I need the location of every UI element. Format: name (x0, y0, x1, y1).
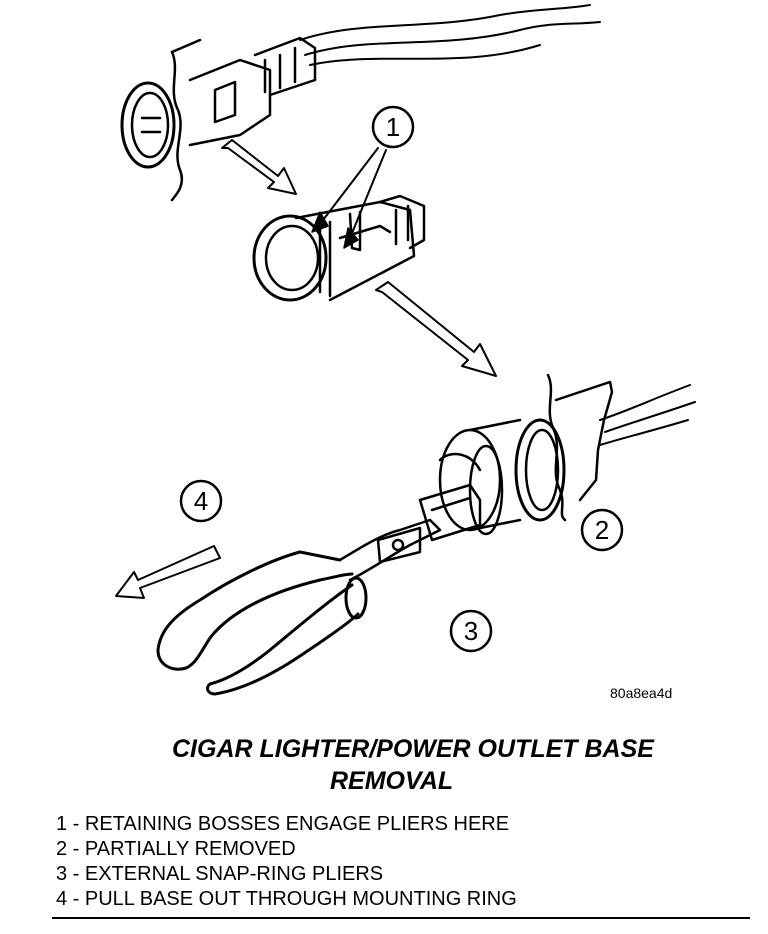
callout-circle-4 (179, 479, 223, 523)
legend-item-3: 3 - EXTERNAL SNAP-RING PLIERS (56, 863, 384, 885)
installed-outlet-illustration (120, 4, 601, 202)
legend-item-1: 1 - RETAINING BOSSES ENGAGE PLIERS HERE (56, 813, 510, 835)
callout-circle-1 (371, 105, 415, 149)
callout-number-3: 3 (464, 616, 478, 646)
removed-base-illustration (252, 194, 426, 302)
arrow-1-icon (221, 139, 297, 195)
callout-number-4: 4 (194, 486, 208, 516)
callout-number-1: 1 (386, 112, 400, 142)
leader-1a (319, 147, 379, 225)
arrow-2-icon (375, 281, 497, 377)
legend-item-2: 2 - PARTIALLY REMOVED (56, 838, 296, 860)
arrow-4-icon (115, 545, 221, 599)
callout-circle-2 (580, 508, 624, 552)
leader-1b (349, 149, 387, 239)
figure-title-line-2: REMOVAL (330, 767, 454, 795)
legend-item-4: 4 - PULL BASE OUT THROUGH MOUNTING RING (56, 888, 517, 910)
pliers-removal-illustration (156, 373, 696, 696)
legend-list: 1 - RETAINING BOSSES ENGAGE PLIERS HERE … (56, 812, 517, 912)
callout-circle-3 (449, 609, 493, 653)
figure-title-line-1: CIGAR LIGHTER/POWER OUTLET BASE (172, 735, 654, 763)
removal-diagram: 1 2 3 4 80a8ea4d (115, 4, 696, 701)
callout-number-2: 2 (595, 515, 609, 545)
figure-id-code: 80a8ea4d (610, 685, 672, 701)
bottom-divider (52, 917, 750, 919)
